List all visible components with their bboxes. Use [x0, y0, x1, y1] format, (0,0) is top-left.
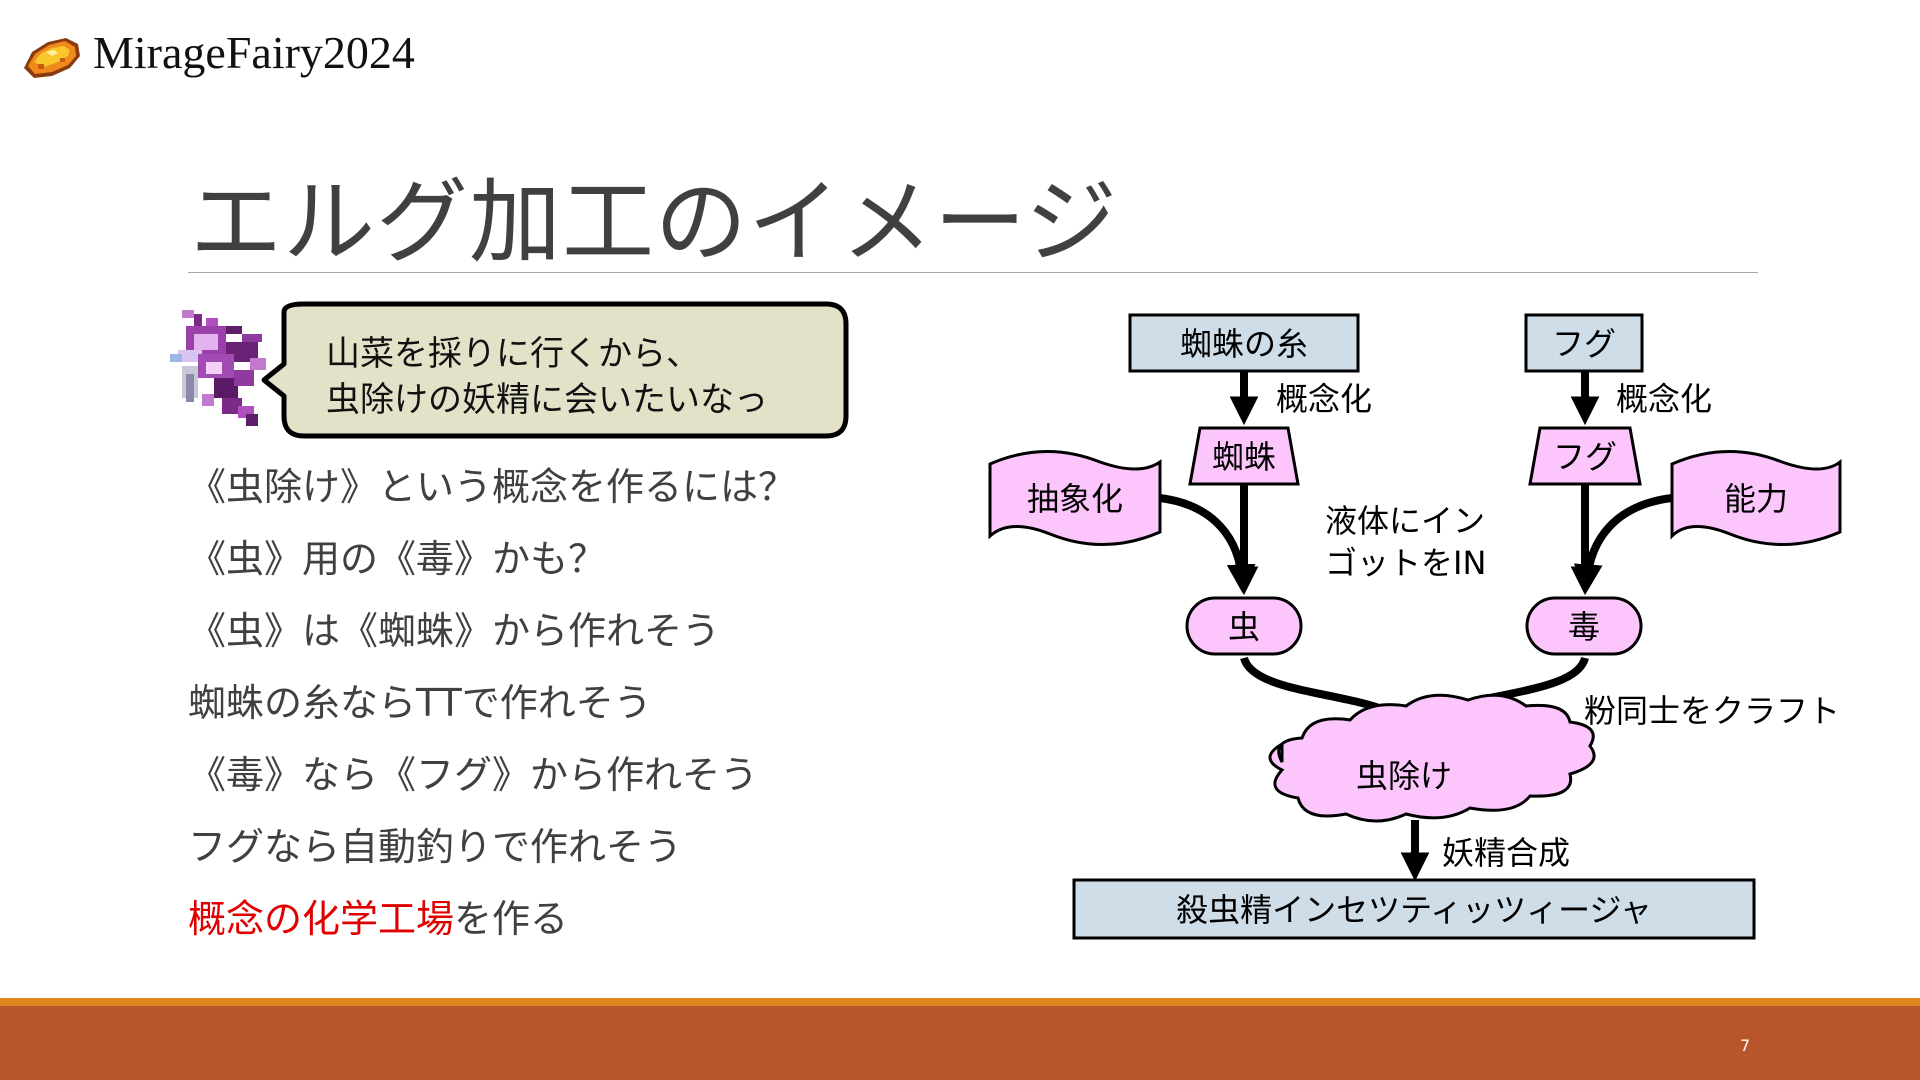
spider-node: [1188, 426, 1300, 486]
footer-bar: [0, 1006, 1920, 1080]
bullet-4: 蜘蛛の糸ならTTで作れそう: [188, 681, 652, 725]
abstraction-node: [988, 450, 1162, 546]
spider-label: 蜘蛛: [1212, 438, 1276, 476]
craft-powders-label: 粉同士をクラフト: [1584, 692, 1840, 730]
abstraction-label: 抽象化: [1027, 480, 1123, 518]
page-number: 7: [1740, 1036, 1751, 1055]
bullet-7-rest: を作る: [454, 897, 569, 941]
arrow-ability-to-poison: [1573, 494, 1673, 594]
bullet-6: フグなら自動釣りで作れそう: [188, 825, 683, 869]
spider-silk-box: [1128, 313, 1360, 373]
conceptualize-left-label: 概念化: [1276, 380, 1372, 418]
highlight-text: 概念の化学工場: [188, 897, 455, 941]
repellent-node: [1268, 693, 1596, 823]
conceptualize-right-label: 概念化: [1616, 380, 1712, 418]
result-box: [1072, 878, 1756, 940]
pufferfish-label: フグ: [1553, 438, 1617, 476]
speech-bubble-line-1: 山菜を採りに行くから、: [326, 334, 700, 374]
speech-bubble-line-2: 虫除けの妖精に会いたいなっ: [326, 380, 768, 420]
bullet-2: 《虫》用の《毒》かも？: [188, 537, 607, 581]
arrow-abstraction-to-insect: [1159, 494, 1256, 594]
spider-silk-label: 蜘蛛の糸: [1180, 325, 1308, 363]
pufferfish-item-box: [1524, 313, 1644, 373]
poison-label: 毒: [1568, 608, 1600, 646]
title-divider: [188, 272, 1758, 273]
speech-bubble: [261, 301, 849, 439]
bullet-5: 《毒》なら《フグ》から作れそう: [188, 753, 759, 797]
gold-nugget-icon: [24, 38, 80, 78]
ability-node: [1670, 450, 1842, 546]
bullet-1: 《虫除け》という概念を作るには？: [188, 465, 797, 509]
footer-accent-line: [0, 998, 1920, 1006]
liquid-ingot-label-2: ゴットをIN: [1325, 544, 1486, 582]
brand-name: MirageFairy2024: [93, 27, 415, 78]
fairy-sprite-icon: [170, 310, 266, 426]
repellent-label: 虫除け: [1356, 757, 1452, 795]
insect-node: [1185, 596, 1303, 656]
bullet-7: 概念の化学工場を作る: [188, 888, 568, 943]
fairy-synthesis-label: 妖精合成: [1442, 834, 1570, 872]
pufferfish-node: [1528, 426, 1642, 486]
result-label: 殺虫精インセツティッツィージャ: [1176, 891, 1652, 929]
insect-label: 虫: [1228, 608, 1260, 646]
liquid-ingot-label-1: 液体にイン: [1325, 502, 1485, 540]
bullet-3: 《虫》は《蜘蛛》から作れそう: [188, 609, 721, 653]
slide-title: エルグ加工のイメージ: [190, 169, 1119, 276]
ability-label: 能力: [1724, 480, 1788, 518]
pufferfish-item-label: フグ: [1552, 325, 1616, 363]
poison-node: [1525, 596, 1643, 656]
